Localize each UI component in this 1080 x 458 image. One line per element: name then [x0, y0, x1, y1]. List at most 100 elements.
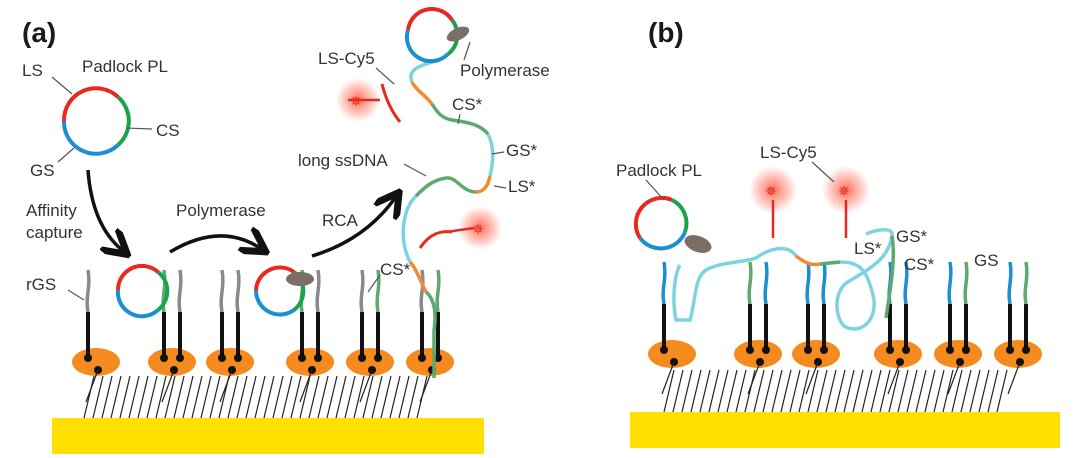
sam-chain [299, 369, 313, 403]
cs-label: CS [156, 121, 180, 140]
sam-chain [290, 375, 302, 419]
panel-b: (b) ✵ ✵ Padlock PL LS-Cy5 [616, 17, 1060, 448]
captured-padlock [115, 263, 170, 319]
gs-star-strand [409, 58, 441, 83]
capture-strand [315, 269, 321, 313]
sam-chain [947, 361, 961, 395]
gs-segment [638, 231, 687, 251]
cy5-glow [458, 206, 502, 250]
sam-chain [137, 375, 149, 419]
streptavidin-icon [148, 348, 196, 376]
capture-strand [359, 269, 365, 313]
sam-chain [92, 375, 104, 419]
sam-chain [771, 369, 783, 413]
ls-segment [406, 6, 454, 31]
capture-strand [1023, 261, 1029, 305]
biotin-icon [962, 346, 970, 354]
streptavidin-icon [346, 348, 394, 376]
sam-chain [879, 369, 891, 413]
sam-chain [870, 369, 882, 413]
ls-cy5-probe-b2: ✵ [822, 166, 870, 238]
sam-chain [887, 361, 901, 395]
sam-chain [128, 375, 140, 419]
streptavidin-icon [72, 348, 120, 376]
ls-label: LS [22, 61, 43, 80]
gold-surface-a [52, 418, 484, 454]
streptavidin-layer-b [648, 261, 1042, 395]
sam-chain [843, 369, 855, 413]
cy5-glow [749, 166, 797, 214]
sam-chain [85, 369, 99, 403]
sam-chain [699, 369, 711, 413]
cy5-glow [822, 166, 870, 214]
capture-strand [219, 269, 225, 313]
biotin-icon [218, 354, 226, 362]
cs-leader [125, 127, 153, 130]
sam-chain [717, 369, 729, 413]
capture-strand [963, 261, 969, 305]
cs-star-strand [414, 176, 477, 198]
sam-chain [155, 375, 167, 419]
sam-chain [789, 369, 801, 413]
ls-star-label-b: LS* [854, 239, 882, 258]
biotin-icon [820, 346, 828, 354]
affinity-label-2: capture [26, 223, 83, 242]
sam-chain [227, 375, 239, 419]
sam-chain [419, 369, 433, 403]
sam-chain [101, 375, 113, 419]
cs-star-leader [367, 274, 381, 293]
cs-star-strand [884, 235, 896, 319]
panel-b-label: (b) [648, 17, 684, 48]
cs-star-label-top: CS* [452, 95, 483, 114]
sam-chain [747, 361, 761, 395]
sam-chain [299, 375, 311, 419]
cs-segment [671, 198, 689, 233]
ls-cy5-strand [418, 230, 453, 249]
streptavidin-icon [206, 348, 254, 376]
panel-a-label: (a) [22, 17, 56, 48]
biotin-icon [314, 354, 322, 362]
cy5-fluorophore-icon: ✵ [765, 184, 777, 200]
gs-star-label-b: GS* [896, 227, 928, 246]
ls-star-label: LS* [508, 177, 536, 196]
rca-product-b [672, 228, 896, 331]
biotin-icon [298, 354, 306, 362]
biotin-icon [434, 354, 442, 362]
biotin-icon [1006, 346, 1014, 354]
sam-chain [146, 375, 158, 419]
capture-strand [161, 269, 167, 313]
biotin-icon [804, 346, 812, 354]
cy5-fluorophore-icon: ✵ [838, 184, 850, 200]
sam-chain [762, 369, 774, 413]
cs-star-strand [430, 103, 490, 136]
biotin-icon [886, 346, 894, 354]
rgs-label: rGS [26, 275, 56, 294]
sam-chain [960, 369, 972, 413]
ls-star-strand [475, 175, 492, 194]
sam-chain [888, 369, 900, 413]
streptavidin-layer-a [72, 269, 454, 403]
sam-chain [200, 375, 212, 419]
ls-star-leader [493, 185, 507, 189]
gs-label: GS [30, 161, 55, 180]
sam-chain [173, 375, 185, 419]
sam-chain [326, 375, 338, 419]
polymerase-icon [286, 272, 314, 286]
ls-star-strand [410, 81, 434, 106]
panel-a: (a) Padlock PL LS CS GS Affinity capture… [22, 6, 550, 454]
biotin-icon [176, 354, 184, 362]
streptavidin-icon [994, 340, 1042, 368]
polymerase-label: Polymerase [460, 61, 550, 80]
captured-padlock-polymerase [253, 265, 314, 317]
gs-segment [61, 120, 120, 156]
capture-strand [821, 261, 827, 305]
sam-chain [663, 369, 675, 413]
sam-chain [933, 369, 945, 413]
sam-chain [798, 369, 810, 413]
cs-segment [116, 95, 131, 147]
sam-chain [263, 375, 275, 419]
gs-star-strand [401, 194, 418, 263]
sam-chain [942, 369, 954, 413]
sam-chain [209, 375, 221, 419]
